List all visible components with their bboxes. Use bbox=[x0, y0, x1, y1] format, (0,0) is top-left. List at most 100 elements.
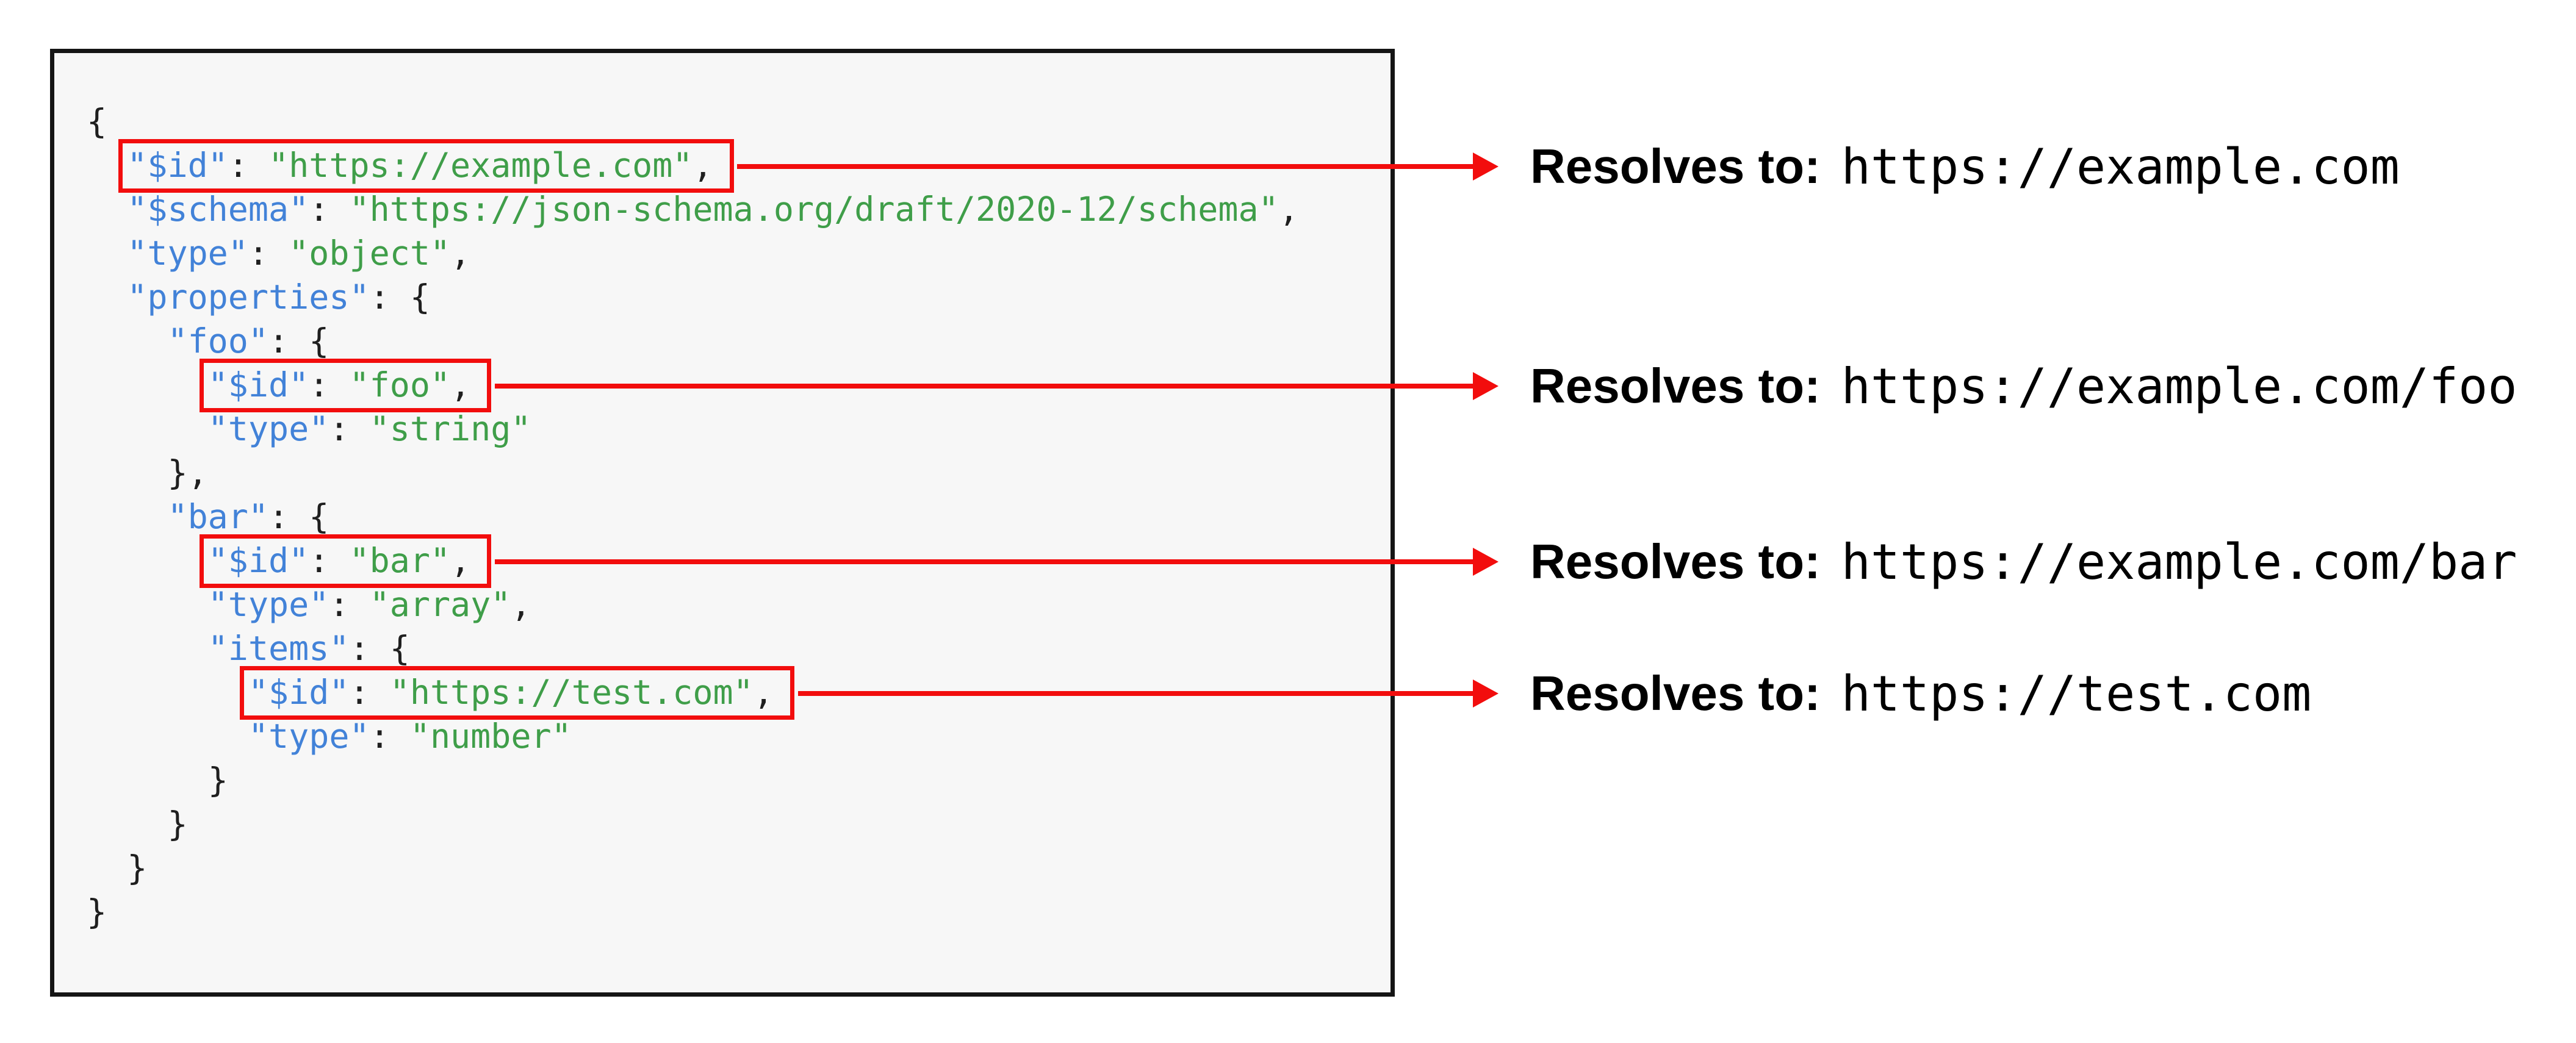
code-punctuation: } bbox=[127, 848, 148, 887]
arrowhead-icon bbox=[1473, 679, 1498, 708]
code-punctuation: : bbox=[309, 190, 350, 229]
resolution-annotation: Resolves to: https://example.com/bar bbox=[1530, 528, 2517, 595]
id-highlight-box: "$id": "https://example.com", bbox=[127, 146, 713, 185]
arrow-line-root-id bbox=[737, 164, 1478, 169]
code-key: "items" bbox=[207, 629, 350, 668]
code-line: } bbox=[87, 846, 1391, 890]
arrow-line-items-id bbox=[798, 691, 1478, 696]
resolved-url: https://example.com bbox=[1841, 138, 2400, 195]
code-block: { "$id": "https://example.com", "$schema… bbox=[54, 53, 1391, 934]
code-punctuation: , bbox=[450, 541, 471, 580]
code-indent bbox=[87, 234, 127, 273]
code-key: "$id" bbox=[248, 673, 350, 712]
code-key: "type" bbox=[207, 409, 329, 448]
code-indent bbox=[87, 190, 127, 229]
code-line: }, bbox=[87, 451, 1391, 495]
code-line: "bar": { bbox=[87, 495, 1391, 539]
code-punctuation: }, bbox=[167, 453, 208, 492]
code-punctuation: : { bbox=[268, 321, 329, 360]
resolves-to-label: Resolves to: bbox=[1530, 666, 1821, 720]
code-punctuation: : bbox=[369, 717, 410, 756]
code-line: "type": "number" bbox=[87, 714, 1391, 758]
code-punctuation: , bbox=[450, 365, 471, 404]
id-highlight-box: "$id": "bar", bbox=[208, 541, 471, 580]
code-key: "type" bbox=[127, 234, 248, 273]
resolved-url: https://test.com bbox=[1841, 665, 2312, 722]
code-indent bbox=[87, 673, 248, 712]
code-indent bbox=[87, 409, 208, 448]
code-string: "https://test.com" bbox=[389, 673, 754, 712]
code-punctuation: , bbox=[450, 234, 471, 273]
code-indent bbox=[87, 541, 208, 580]
code-punctuation: : { bbox=[268, 497, 329, 536]
code-line: "$id": "bar", bbox=[87, 539, 1391, 582]
code-punctuation: : bbox=[309, 365, 350, 404]
code-string: "https://json-schema.org/draft/2020-12/s… bbox=[349, 190, 1279, 229]
code-punctuation: : { bbox=[369, 278, 430, 317]
code-punctuation: : bbox=[349, 673, 390, 712]
resolves-to-label: Resolves to: bbox=[1530, 139, 1821, 193]
code-indent bbox=[87, 365, 208, 404]
code-punctuation: } bbox=[87, 892, 107, 931]
code-key: "foo" bbox=[167, 321, 269, 360]
resolution-annotation: Resolves to: https://example.com/foo bbox=[1530, 353, 2517, 420]
code-key: "type" bbox=[248, 717, 370, 756]
resolves-to-label: Resolves to: bbox=[1530, 359, 1821, 413]
code-punctuation: : bbox=[329, 409, 370, 448]
code-line: } bbox=[87, 890, 1391, 934]
code-key: "type" bbox=[207, 585, 329, 624]
code-indent bbox=[87, 146, 127, 185]
code-key: "$id" bbox=[127, 146, 228, 185]
code-line: "properties": { bbox=[87, 275, 1391, 319]
code-line: "type": "string" bbox=[87, 407, 1391, 451]
code-string: "array" bbox=[369, 585, 511, 624]
code-indent bbox=[87, 278, 127, 317]
code-punctuation: } bbox=[207, 761, 228, 800]
arrowhead-icon bbox=[1473, 372, 1498, 400]
code-line: "$id": "foo", bbox=[87, 363, 1391, 407]
code-key: "$id" bbox=[207, 541, 309, 580]
resolved-url: https://example.com/foo bbox=[1841, 357, 2517, 415]
code-string: "foo" bbox=[349, 365, 451, 404]
code-line: "items": { bbox=[87, 626, 1391, 670]
code-indent bbox=[87, 848, 127, 887]
code-key: "properties" bbox=[127, 278, 370, 317]
resolved-url: https://example.com/bar bbox=[1841, 533, 2517, 590]
json-schema-code-panel: { "$id": "https://example.com", "$schema… bbox=[50, 49, 1395, 997]
code-punctuation: , bbox=[693, 146, 713, 185]
code-punctuation: : bbox=[329, 585, 370, 624]
code-punctuation: : bbox=[248, 234, 289, 273]
arrow-line-bar-id bbox=[495, 559, 1478, 564]
code-indent bbox=[87, 585, 208, 624]
code-string: "string" bbox=[369, 409, 531, 448]
code-indent bbox=[87, 717, 248, 756]
arrowhead-icon bbox=[1473, 152, 1498, 181]
id-highlight-box: "$id": "foo", bbox=[208, 365, 471, 404]
code-indent bbox=[87, 805, 167, 844]
code-key: "$schema" bbox=[127, 190, 309, 229]
code-punctuation: , bbox=[511, 585, 531, 624]
code-string: "https://example.com" bbox=[268, 146, 693, 185]
code-line: } bbox=[87, 802, 1391, 846]
code-string: "object" bbox=[289, 234, 451, 273]
arrowhead-icon bbox=[1473, 548, 1498, 576]
code-line: "foo": { bbox=[87, 319, 1391, 363]
code-punctuation: { bbox=[87, 102, 107, 141]
code-indent bbox=[87, 321, 167, 360]
code-punctuation: , bbox=[1278, 190, 1299, 229]
code-line: "$id": "https://example.com", bbox=[87, 143, 1391, 187]
resolution-annotation: Resolves to: https://test.com bbox=[1530, 660, 2311, 727]
code-string: "bar" bbox=[349, 541, 451, 580]
code-punctuation: : bbox=[309, 541, 350, 580]
code-key: "bar" bbox=[167, 497, 269, 536]
code-key: "$id" bbox=[207, 365, 309, 404]
code-line: "$id": "https://test.com", bbox=[87, 670, 1391, 714]
code-line: { bbox=[87, 99, 1391, 143]
code-line: "type": "array", bbox=[87, 582, 1391, 626]
code-string: "number" bbox=[409, 717, 572, 756]
code-punctuation: : { bbox=[349, 629, 410, 668]
code-line: } bbox=[87, 758, 1391, 802]
code-line: "type": "object", bbox=[87, 231, 1391, 275]
arrow-line-foo-id bbox=[495, 384, 1478, 389]
